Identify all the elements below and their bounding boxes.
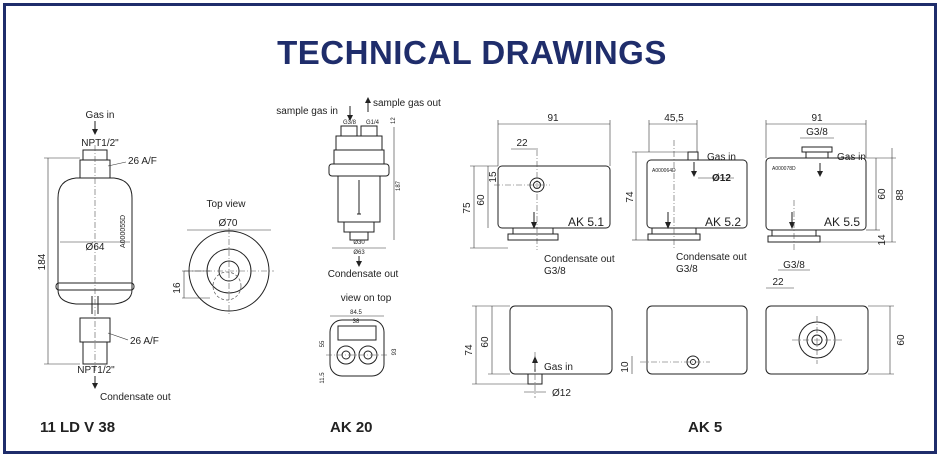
ak55-total-h-dim: 88 xyxy=(895,189,906,201)
ak51-width-dim: 91 xyxy=(547,113,559,124)
ak20-sample-gas-out-label: sample gas out xyxy=(373,98,441,109)
ak51-inner-h-dim: 60 xyxy=(476,194,487,206)
ak55-part-code: A000078D xyxy=(772,166,796,172)
v38-npt-bottom-label: NPT1/2" xyxy=(77,365,115,376)
v38-condensate-out-label: Condensate out xyxy=(100,392,171,403)
v38-npt-top-label: NPT1/2" xyxy=(81,138,119,149)
ak20-top-view: view on top 84.5 38 55 93 11.5 xyxy=(320,293,398,384)
v38-side-view: Gas in NPT1/2" 26 A/F Ø64 A000055D 26 A/… xyxy=(37,110,171,403)
ak55-offset-dim: 22 xyxy=(772,277,784,288)
ak20-height-dim: 187 xyxy=(396,180,402,191)
ak20-small-dim: 11.5 xyxy=(320,372,326,384)
ak5-bottom-views: Gas in Ø12 74 60 10 60 xyxy=(464,305,907,399)
v38-gas-in-label: Gas in xyxy=(86,110,115,121)
ak5-bottom-mid-offset-dim: 10 xyxy=(620,361,631,373)
ak20-port-left-label: G3/8 xyxy=(343,120,357,126)
ak55-inner-h-dim: 60 xyxy=(877,188,888,200)
ak51-condensate-label: Condensate out xyxy=(544,254,615,265)
ak55-thread-label: G3/8 xyxy=(783,260,805,271)
v38-part-code: A000055D xyxy=(120,215,127,248)
v38-diameter-label: Ø64 xyxy=(86,242,105,253)
ak5-caption: AK 5 xyxy=(688,419,722,436)
ak20-side-view: sample gas in sample gas out G3/8 G1/4 1… xyxy=(276,97,441,280)
ak52-part-code: A000064D xyxy=(652,168,676,174)
ak5-bottom-total-h-dim: 74 xyxy=(464,344,475,356)
ak20-width-dim: 84.5 xyxy=(350,310,362,316)
v38-af-bottom-label: 26 A/F xyxy=(130,336,159,347)
v38-top-diameter-label: Ø70 xyxy=(219,218,238,229)
ak51-label: AK 5.1 xyxy=(568,215,604,229)
ak55-drawing: 91 G3/8 Gas in A000078D AK 5.5 60 88 14 … xyxy=(765,113,906,289)
ak55-base-dim: 14 xyxy=(877,234,888,246)
v38-caption: 11 LD V 38 xyxy=(40,419,115,436)
ak52-condensate-label: Condensate out xyxy=(676,252,747,263)
ak55-label: AK 5.5 xyxy=(824,215,860,229)
ak52-thread-label: G3/8 xyxy=(676,264,698,275)
ak20-top-dim: 12 xyxy=(391,117,397,124)
v38-af-top-label: 26 A/F xyxy=(128,156,157,167)
ak52-width-dim: 45,5 xyxy=(664,113,684,124)
ak51-port-h-dim: 15 xyxy=(488,171,499,183)
ak20-view-on-top-label: view on top xyxy=(341,293,392,304)
ak20-condensate-out-label: Condensate out xyxy=(328,269,399,280)
ak20-base-dim: Ø30 xyxy=(353,240,365,246)
ak52-total-h-dim: 74 xyxy=(625,191,636,203)
ak20-sample-gas-in-label: sample gas in xyxy=(276,106,338,117)
v38-top-view: Top view Ø70 16 xyxy=(172,199,274,316)
ak51-offset-dim: 22 xyxy=(516,138,528,149)
page-title: TECHNICAL DRAWINGS xyxy=(277,34,667,71)
ak5-bottom-right-h-dim: 60 xyxy=(896,334,907,346)
ak20-depth-dim: 55 xyxy=(320,340,326,347)
ak5-bottom-gas-in-label: Gas in xyxy=(544,362,573,373)
ak51-total-h-dim: 75 xyxy=(462,202,473,214)
ak20-inner-dim: 38 xyxy=(353,319,360,325)
ak20-diameter-label: Ø63 xyxy=(353,250,365,256)
ak20-port-right-label: G1/4 xyxy=(366,120,380,126)
ak55-port-top-label: G3/8 xyxy=(806,127,828,138)
outer-frame xyxy=(3,3,937,454)
v38-top-view-label: Top view xyxy=(207,199,247,210)
ak52-port-label: Ø12 xyxy=(712,173,731,184)
ak5-bottom-inner-h-dim: 60 xyxy=(480,336,491,348)
ak20-caption: AK 20 xyxy=(330,419,373,436)
ak52-drawing: 45,5 Gas in A000064D Ø12 AK 5.2 74 Conde… xyxy=(625,113,748,275)
ak20-total-depth-dim: 93 xyxy=(392,348,398,355)
v38-height-dim: 184 xyxy=(37,253,48,270)
v38-offset-dim: 16 xyxy=(172,282,183,294)
ak5-bottom-port-label: Ø12 xyxy=(552,388,571,399)
ak55-width-dim: 91 xyxy=(811,113,823,124)
ak51-thread-label: G3/8 xyxy=(544,266,566,277)
ak52-gas-in-label: Gas in xyxy=(707,152,736,163)
ak51-drawing: 91 22 AK 5.1 15 60 75 Condensate out G3/… xyxy=(462,113,615,277)
ak52-label: AK 5.2 xyxy=(705,215,741,229)
